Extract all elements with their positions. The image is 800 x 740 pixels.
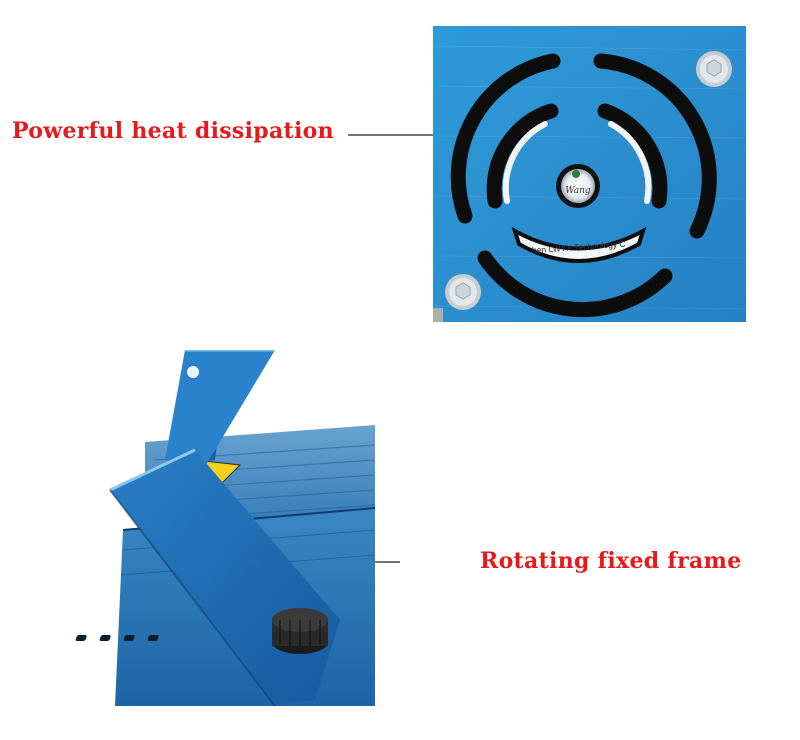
vent-panel-photo: hen LWYX Technology C Wang [433,26,746,322]
vent-slots [450,53,717,318]
rotating-frame-caption: Rotating fixed frame [480,548,742,574]
heat-dissipation-caption: Powerful heat dissipation [12,118,334,144]
screw-icon [445,274,481,310]
screw-icon [696,51,732,87]
bracket-device-photo [75,350,375,706]
knob-icon [272,608,328,654]
front-vents [75,635,159,641]
logo-fragment: Wang [565,186,591,196]
product-label-window [511,226,647,263]
